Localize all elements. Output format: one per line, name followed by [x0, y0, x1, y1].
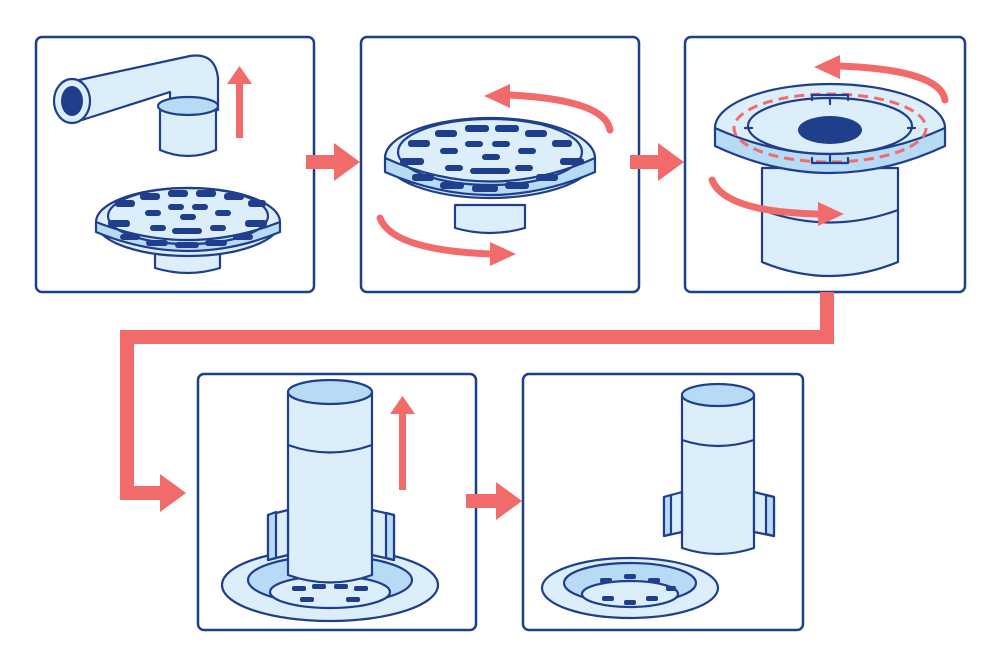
flow-arrow-icon — [466, 482, 522, 520]
drain-base-icon — [540, 556, 720, 620]
panel-step-2 — [359, 35, 641, 294]
panel-step-3 — [683, 35, 967, 294]
odor-seal-cylinder-icon — [662, 382, 776, 556]
flow-arrow-icon — [120, 292, 834, 512]
drain-grate-icon — [383, 116, 597, 235]
strainer-cup-icon — [713, 82, 947, 278]
panel-step-4 — [196, 372, 478, 632]
flow-arrow-icon — [630, 143, 684, 181]
drain-grate-icon — [94, 186, 282, 275]
odor-seal-cylinder-icon — [266, 378, 396, 584]
rotate-arrow-icon — [376, 84, 614, 266]
rotate-arrow-icon — [708, 55, 949, 226]
pipe-elbow-icon — [52, 54, 220, 158]
panel-step-5 — [521, 372, 805, 632]
flow-arrow-icon — [306, 143, 360, 181]
panel-step-1 — [34, 35, 316, 294]
up-arrow-icon — [390, 396, 415, 490]
up-arrow-icon — [227, 66, 252, 138]
